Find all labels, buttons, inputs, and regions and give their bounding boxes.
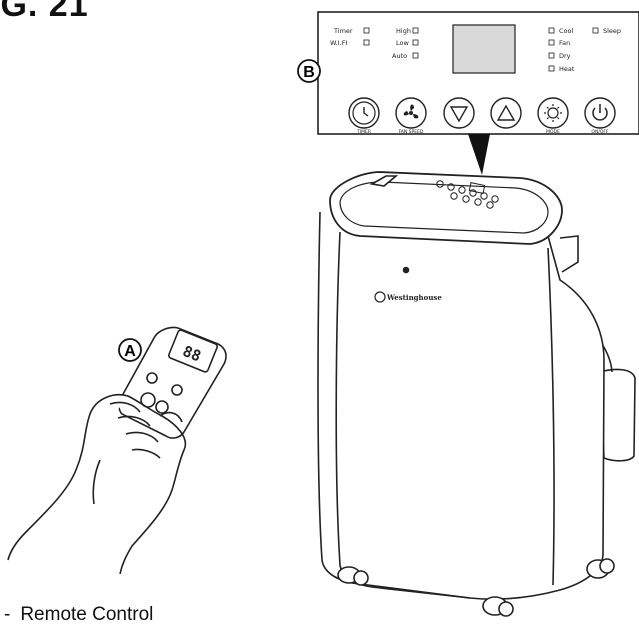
air-conditioner-unit <box>317 171 636 617</box>
fan-icon <box>403 104 419 119</box>
power-button-label: ON/OFF <box>591 129 609 135</box>
panel-label-dry: Dry <box>559 52 571 60</box>
fan-speed-button-label: FAN SPEED <box>399 129 424 135</box>
panel-button-mode[interactable]: MODE <box>537 97 569 135</box>
panel-button-fan-speed[interactable]: FAN SPEED <box>395 97 427 135</box>
westinghouse-logo: Westinghouse <box>374 291 442 303</box>
caption-text: Remote Control <box>20 604 154 625</box>
sun-icon <box>544 104 562 122</box>
panel-button-up[interactable] <box>490 97 522 129</box>
timer-button-label: TIMER <box>356 129 371 135</box>
panel-label-heat: Heat <box>559 65 575 73</box>
triangle-up-icon <box>496 104 516 121</box>
panel-label-fan: Fan <box>559 39 570 47</box>
panel-label-low: Low <box>396 39 409 47</box>
caption: -Remote Control <box>4 604 153 626</box>
power-icon <box>592 104 608 121</box>
callout-a-letter: A <box>124 343 136 360</box>
caption-dash: - <box>4 604 11 625</box>
panel-button-down[interactable] <box>443 97 475 129</box>
callout-b: B <box>297 59 321 83</box>
unit-wheels <box>337 558 615 617</box>
callout-pointer <box>468 134 490 175</box>
panel-button-power[interactable]: ON/OFF <box>584 97 616 135</box>
hand-with-remote: 88 <box>7 326 227 575</box>
triangle-down-icon <box>449 106 469 123</box>
figure-title: IG. 21 <box>0 0 89 24</box>
panel-label-timer: Timer <box>333 27 353 35</box>
unit-top-buttons <box>436 180 499 209</box>
clock-icon <box>363 107 369 117</box>
mode-button-label: MODE <box>546 129 560 135</box>
panel-label-cool: Cool <box>559 27 573 35</box>
panel-label-sleep: Sleep <box>603 27 621 35</box>
panel-label-auto: Auto <box>392 52 407 60</box>
remote-display <box>168 329 218 373</box>
panel-label-high: High <box>396 27 411 35</box>
panel-button-timer[interactable]: TIMER <box>348 97 380 135</box>
panel-label-wifi: W.I.FI <box>330 39 347 47</box>
remote-display-digits: 88 <box>180 342 203 365</box>
callout-b-letter: B <box>303 64 315 81</box>
callout-a: A <box>118 338 142 362</box>
control-panel-callout: Timer W.I.FI High Low Auto Cool Fan Dry … <box>317 11 639 135</box>
display-screen <box>452 24 516 74</box>
brand-name: Westinghouse <box>386 293 442 302</box>
